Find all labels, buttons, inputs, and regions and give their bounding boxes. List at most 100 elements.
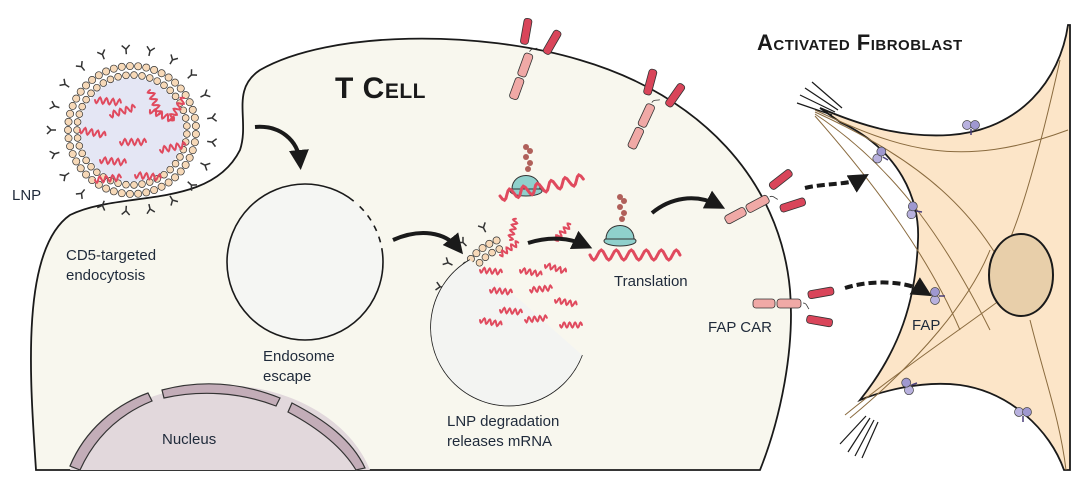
lipid-head-outer [64, 134, 73, 143]
mrna-strand [498, 172, 585, 203]
car-linker [802, 302, 810, 310]
lipid-head-inner [130, 181, 138, 189]
antibody-y-shape [146, 45, 156, 57]
lipid-head-inner [130, 71, 138, 79]
targeting-antibody-icon [75, 60, 86, 72]
lipid-head-outer [157, 182, 166, 191]
targeting-antibody-icon [146, 203, 156, 215]
endocytosis-label-2: endocytosis [66, 267, 146, 284]
mrna-strand [119, 137, 147, 147]
antibody-y-shape [187, 181, 198, 191]
targeting-antibody-icon [442, 257, 453, 266]
peptide-residue [621, 210, 627, 216]
mrna-strand [559, 321, 583, 329]
lipid-head-outer [102, 184, 111, 193]
targeting-antibody-icon [121, 44, 131, 55]
targeting-antibody-icon [477, 222, 487, 233]
lipid-head-outer [150, 65, 159, 74]
activated-fibroblast [796, 24, 1071, 471]
lipid-head-inner [122, 180, 130, 189]
targeting-antibody-icon [187, 69, 198, 79]
lipid-head-inner [475, 259, 484, 267]
antibody-y-shape [169, 195, 179, 206]
lipid-head-outer [485, 239, 494, 248]
lipid-head-outer [134, 62, 143, 71]
mrna-strand [168, 96, 186, 122]
targeting-antibody-icon [49, 100, 60, 110]
lipid-head-outer [68, 150, 77, 158]
fap-lobe [901, 377, 912, 388]
mrna-strand [544, 262, 567, 275]
lipid-head-inner [176, 153, 184, 161]
fap-car-molecule [627, 68, 686, 150]
mrna-strand [94, 96, 122, 107]
lipid-head-inner [93, 168, 101, 177]
lipid-head-outer [72, 94, 81, 103]
antibody-y-shape [442, 257, 453, 266]
lnp-particle [46, 44, 218, 216]
lipid-head-inner [171, 92, 180, 101]
mrna-strand [499, 306, 523, 316]
fap-stalk [882, 156, 889, 161]
car-linker [651, 99, 660, 103]
lipid-head-outer [176, 167, 185, 176]
mrna-strand [524, 314, 548, 324]
lipid-head-outer [472, 249, 481, 258]
fap-protein-icon [1014, 407, 1032, 422]
lipid-head-outer [478, 244, 487, 253]
car-scfv-heavy [520, 17, 533, 45]
mrna-strand [79, 126, 107, 139]
fap-lobe [876, 146, 887, 157]
arrow-to-car [650, 190, 726, 215]
peptide-residue [527, 148, 533, 154]
lipid-head-inner [183, 130, 191, 138]
fap-car-molecule [752, 286, 835, 328]
lipid-head-outer [82, 81, 90, 90]
lipid-head-outer [68, 102, 77, 110]
antibody-y-shape [49, 150, 60, 160]
lipid-head-inner [160, 81, 168, 90]
car-scfv-heavy [807, 286, 835, 299]
lipid-head-outer [190, 138, 199, 147]
fibroblast-nucleus [988, 233, 1054, 317]
car-linker [769, 195, 778, 200]
targeting-antibody-icon [207, 138, 218, 148]
lipid-head-inner [73, 118, 82, 126]
targeting-antibody-icon [59, 172, 70, 182]
targeting-antibody-icon [207, 112, 218, 122]
fap-label: FAP [912, 317, 941, 334]
nuclear-envelope-mid [161, 383, 281, 407]
arrow-endocytosis [254, 124, 309, 170]
fap-lobe [930, 295, 940, 305]
lipid-head-outer [117, 189, 126, 198]
lipid-head-outer [181, 91, 190, 100]
nucleus-label: Nucleus [162, 431, 217, 448]
peptide-residue [619, 216, 625, 222]
endosome-membrane [226, 183, 384, 341]
lipid-head-outer [134, 189, 143, 198]
lipid-head-inner [73, 134, 82, 142]
endosome-label-2: escape [263, 368, 312, 385]
antibody-y-shape [75, 188, 86, 200]
antibody-y-shape [96, 49, 106, 60]
ribosome-icon [603, 194, 637, 247]
lnp-core [80, 78, 184, 182]
lipid-head-outer [191, 121, 200, 130]
lipid-head-inner [93, 83, 101, 92]
lipid-head-inner [166, 165, 174, 174]
antibody-y-shape [96, 200, 106, 211]
fap-stalk [911, 382, 918, 386]
targeting-antibody-icon [49, 150, 60, 160]
endocytosis-label-1: CD5-targeted [66, 247, 157, 264]
fap-lobe [1022, 407, 1032, 417]
mrna-strand [479, 266, 503, 276]
mrna-strand [94, 173, 122, 185]
ribosome-large-subunit [605, 225, 635, 240]
mrna-strand [479, 317, 503, 328]
mrna-strand [489, 286, 513, 296]
lipid-head-inner [166, 86, 174, 95]
mrna-strand [519, 266, 543, 278]
lipid-head-outer [64, 117, 73, 126]
arrow-endosome-escape [392, 231, 464, 255]
lipid-head-outer [492, 236, 501, 245]
